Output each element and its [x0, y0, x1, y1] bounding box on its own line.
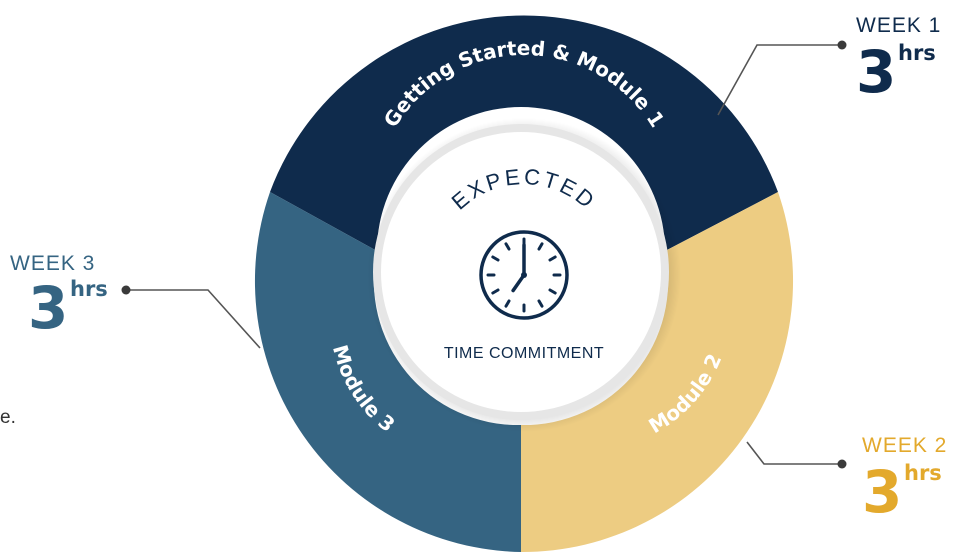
leader-line-week1: [717, 44, 842, 116]
clock-face: [479, 230, 569, 320]
leader-line-week3: [128, 289, 261, 349]
center-disc: EXPECTED TIME COMMITMENT: [367, 118, 681, 432]
clock-tick: [504, 242, 511, 251]
week1-value: 3: [856, 38, 896, 106]
clock-tick: [537, 242, 544, 251]
segment-week3: [254, 192, 521, 552]
week2-value: 3: [862, 458, 902, 526]
segment-week2: [521, 192, 793, 552]
clock-center-dot: [521, 272, 527, 278]
week1-unit: hrs: [898, 41, 936, 65]
leader-dot-week1: [837, 40, 847, 50]
clock-hour-hand: [511, 273, 526, 293]
callout-week2: WEEK 2 3 hrs: [862, 434, 947, 526]
week3-unit: hrs: [70, 277, 108, 301]
center-fill: [381, 132, 661, 412]
clock-icon: [479, 230, 569, 320]
leader-dot-week2: [837, 459, 847, 469]
segment-week1: [270, 15, 778, 251]
callout-week3: WEEK 3 3 hrs: [10, 252, 108, 342]
leader-dot-week3: [121, 285, 131, 295]
clock-tick: [491, 255, 500, 262]
leader-line-week2: [746, 441, 842, 465]
week2-unit: hrs: [904, 461, 942, 485]
callout-week1: WEEK 1 3 hrs: [856, 14, 941, 106]
clock-tick: [504, 299, 511, 308]
ring: [254, 15, 793, 552]
truncated-text: e.: [0, 407, 16, 428]
week3-value: 3: [28, 274, 68, 342]
leader-lines: [121, 40, 847, 469]
clock-tick: [537, 299, 544, 308]
week1-label: WEEK 1: [856, 14, 941, 37]
clock-tick: [548, 255, 557, 262]
clock-tick: [548, 288, 557, 295]
week3-label: WEEK 3: [10, 252, 95, 275]
clock-tick: [491, 288, 500, 295]
center-subtitle: TIME COMMITMENT: [444, 345, 604, 362]
week2-label: WEEK 2: [862, 434, 947, 457]
